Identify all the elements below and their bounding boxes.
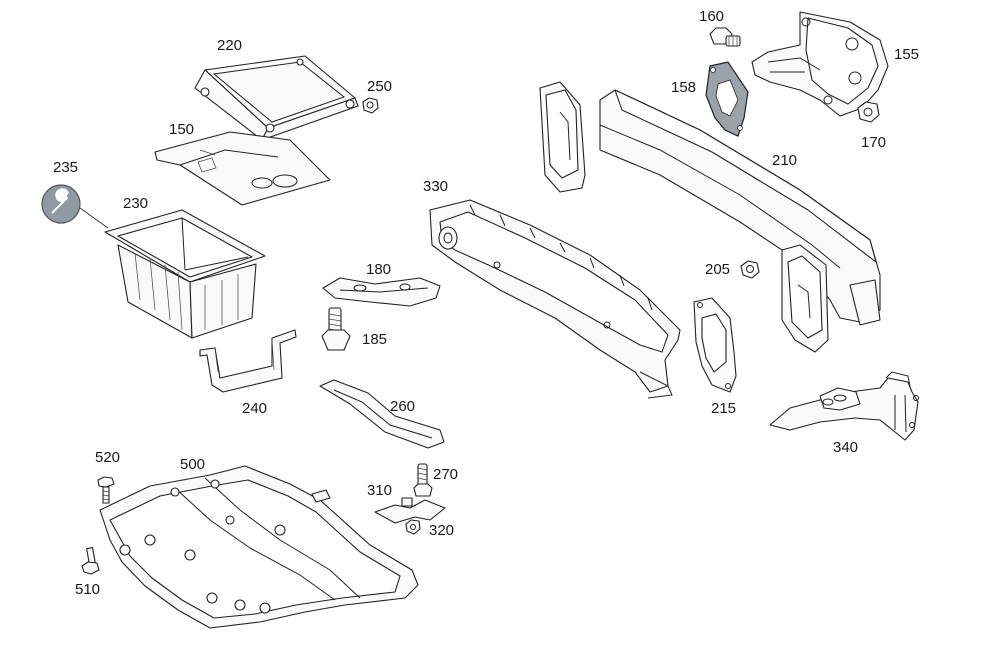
part-510-screw[interactable]: [81, 547, 100, 575]
part-220-control-unit[interactable]: [194, 55, 359, 141]
callout-155: 155: [894, 46, 919, 63]
part-205-nut[interactable]: [740, 260, 760, 279]
callout-340: 340: [833, 439, 858, 456]
part-150-insulation-mat[interactable]: [154, 131, 331, 206]
wrench-icon[interactable]: [41, 184, 81, 224]
callout-185: 185: [362, 331, 387, 348]
callout-270: 270: [433, 466, 458, 483]
callout-160: 160: [699, 8, 724, 25]
callout-240: 240: [242, 400, 267, 417]
leader-235: [79, 207, 109, 229]
part-250-nut[interactable]: [362, 97, 379, 114]
callout-158: 158: [671, 79, 696, 96]
part-215-gasket[interactable]: [693, 297, 737, 393]
part-180-mounting-bracket[interactable]: [322, 277, 441, 307]
callout-310: 310: [367, 482, 392, 499]
part-310-clip[interactable]: [374, 497, 446, 524]
part-170-nut[interactable]: [857, 101, 880, 123]
part-185-bolt[interactable]: [321, 307, 351, 351]
callout-170: 170: [861, 134, 886, 151]
part-500-underbody-panel[interactable]: [99, 465, 419, 629]
callout-510: 510: [75, 581, 100, 598]
callout-210: 210: [772, 152, 797, 169]
part-155-bumper-bracket[interactable]: [751, 11, 889, 117]
part-158-gasket[interactable]: [705, 61, 749, 137]
callout-220: 220: [217, 37, 242, 54]
callout-235: 235: [53, 159, 78, 176]
part-340-tow-bracket[interactable]: [769, 371, 919, 441]
part-260-support-strap[interactable]: [319, 379, 445, 449]
part-240-bracket[interactable]: [199, 329, 297, 393]
callout-215: 215: [711, 400, 736, 417]
callout-330: 330: [423, 178, 448, 195]
callout-500: 500: [180, 456, 205, 473]
part-320-nut[interactable]: [405, 519, 421, 535]
callout-260: 260: [390, 398, 415, 415]
part-520-screw[interactable]: [97, 476, 115, 504]
callout-180: 180: [366, 261, 391, 278]
callout-250: 250: [367, 78, 392, 95]
callout-520: 520: [95, 449, 120, 466]
part-160-bolt[interactable]: [709, 27, 741, 47]
callout-320: 320: [429, 522, 454, 539]
callout-150: 150: [169, 121, 194, 138]
part-230-battery-tray[interactable]: [104, 209, 266, 339]
part-330-side-member[interactable]: [429, 199, 681, 399]
callout-230: 230: [123, 195, 148, 212]
part-270-bolt[interactable]: [413, 463, 433, 497]
callout-205: 205: [705, 261, 730, 278]
part-210-bumper-beam[interactable]: [539, 81, 881, 353]
